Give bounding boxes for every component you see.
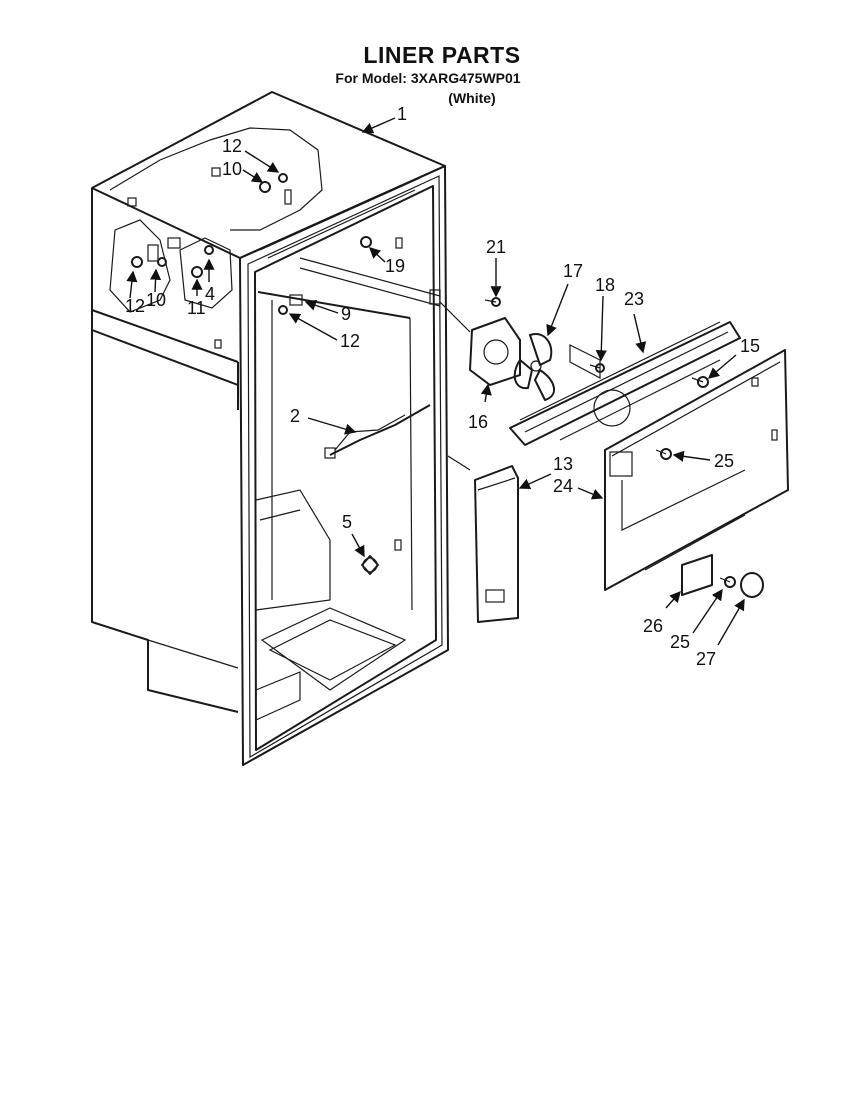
callout-4: 4	[205, 284, 215, 304]
color-line: (White)	[448, 90, 496, 106]
diagram-title: LINER PARTS	[363, 42, 521, 68]
callout-25: 25	[714, 451, 734, 471]
liner-hardware	[131, 173, 431, 575]
callout-12: 12	[125, 296, 145, 316]
callout-26: 26	[643, 616, 663, 636]
callout-11: 11	[187, 298, 206, 318]
callout-18: 18	[595, 275, 615, 295]
callout-24: 24	[553, 476, 573, 496]
air-duct	[447, 455, 519, 623]
evaporator-cover	[509, 321, 741, 446]
callout-15: 15	[740, 336, 760, 356]
callout-25: 25	[670, 632, 690, 652]
callout-9: 9	[341, 304, 351, 324]
callout-21: 21	[486, 237, 506, 257]
screws	[484, 297, 709, 460]
callout-16: 16	[468, 412, 488, 432]
control-cover-parts	[681, 554, 764, 598]
callout-2: 2	[290, 406, 300, 426]
leader-lines	[126, 117, 745, 646]
callout-1: 1	[397, 104, 407, 124]
callout-17: 17	[563, 261, 583, 281]
model-line: For Model: 3XARG475WP01	[335, 70, 521, 86]
callout-10: 10	[146, 290, 166, 310]
callout-labels: 1 12 10 12 10 4 11 19 9 12 2 5 21 17 18 …	[125, 104, 760, 669]
callout-10: 10	[222, 159, 242, 179]
callout-23: 23	[624, 289, 644, 309]
refrigerator-liner	[91, 91, 449, 766]
callout-13: 13	[553, 454, 573, 474]
callout-12: 12	[340, 331, 360, 351]
callout-27: 27	[696, 649, 716, 669]
callout-19: 19	[385, 256, 405, 276]
evaporator-fan-assembly	[439, 301, 555, 401]
rear-access-panel	[604, 349, 789, 591]
callout-5: 5	[342, 512, 352, 532]
callout-12: 12	[222, 136, 242, 156]
